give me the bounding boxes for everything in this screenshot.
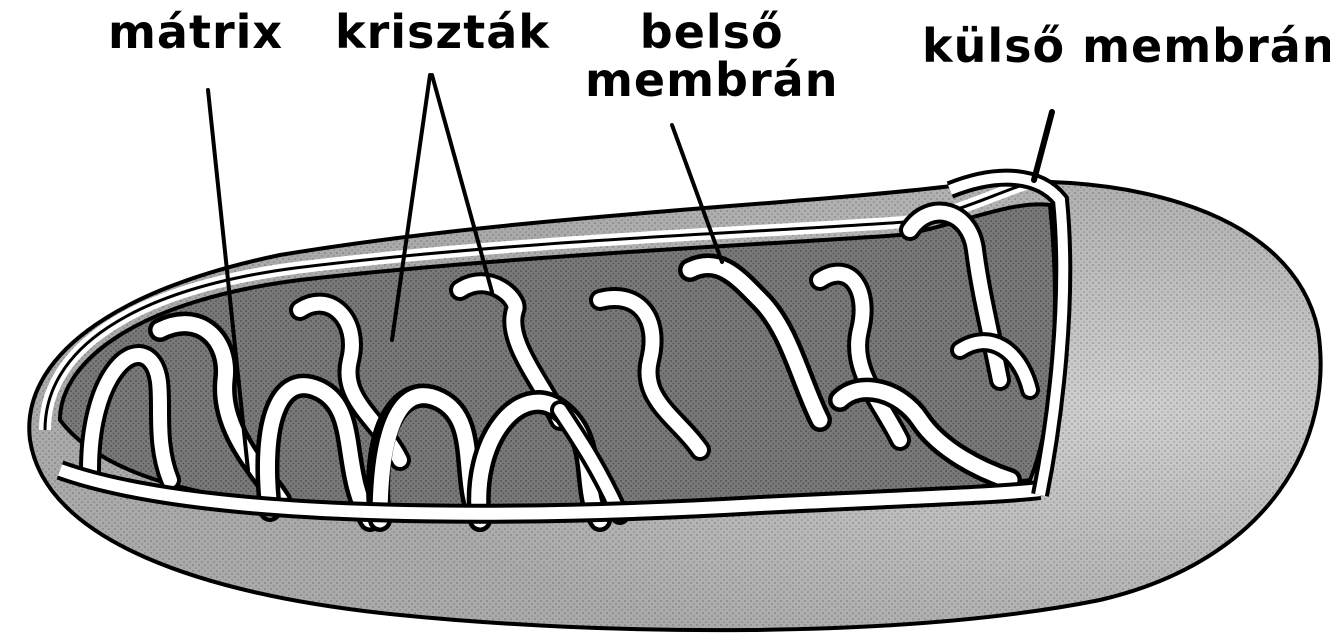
- label-belso-line1: belső: [585, 8, 838, 56]
- label-belso-membran: belső membrán: [585, 8, 838, 105]
- leader-kulso: [1034, 112, 1052, 180]
- label-kulso-membran: külső membrán: [922, 22, 1330, 70]
- label-matrix: mátrix: [108, 8, 283, 56]
- label-belso-line2: membrán: [585, 56, 838, 104]
- label-krisztak: kriszták: [335, 8, 550, 56]
